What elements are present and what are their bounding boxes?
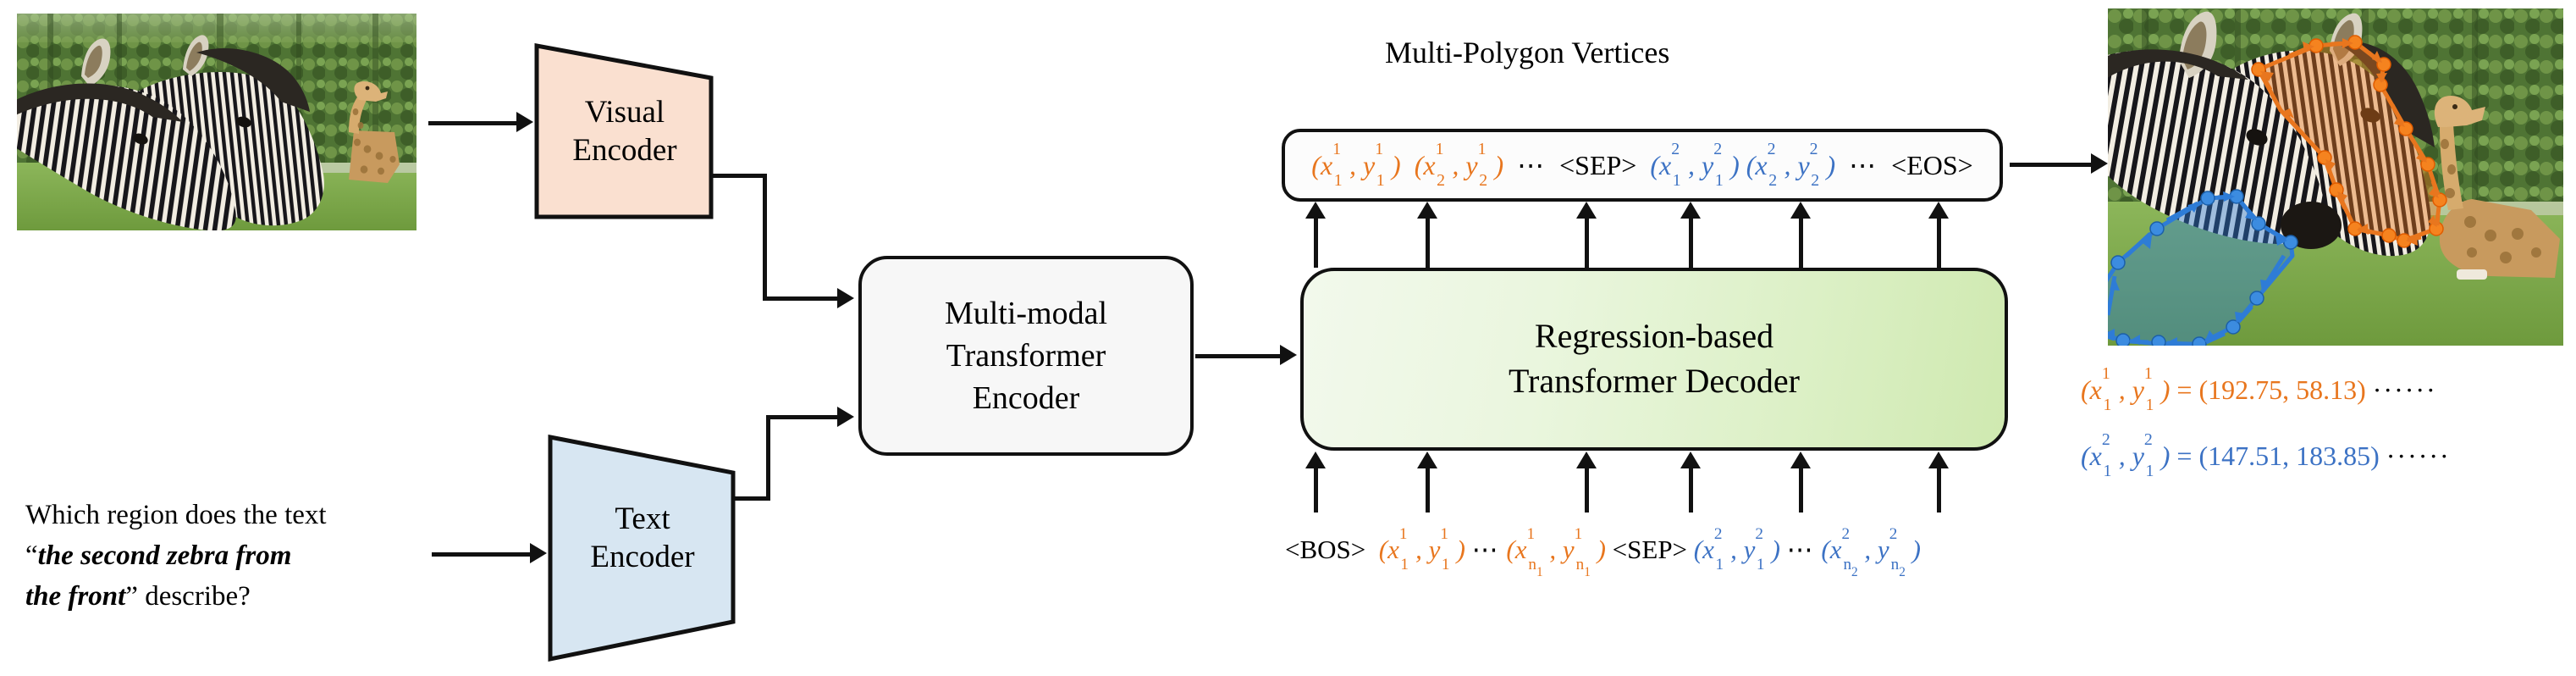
mm-encoder-line2: Transformer — [946, 337, 1106, 374]
token-sep-1: <SEP> — [1559, 149, 1637, 180]
connector-visual-out-v — [763, 174, 767, 301]
text-encoder-shape — [548, 434, 736, 662]
token-coord-2-2: (x22, y22) — [1746, 139, 1836, 191]
decoder-out-arrow-shaft-1 — [1314, 212, 1318, 268]
coord-readout-1-equals: = — [2176, 374, 2193, 405]
input-token-coord-2-n: (x2n2, y2n2) — [1821, 524, 1921, 580]
arrowhead-mm-encoder-to-decoder — [1280, 345, 1297, 365]
input-token-coord-1-n: (x1n1, y1n1) — [1506, 524, 1606, 580]
question-emphasis-line2: the front — [25, 580, 126, 612]
decoder-label: Regression-based Transformer Decoder — [1509, 314, 1800, 404]
arrowhead-sequence-to-output-image — [2091, 153, 2108, 174]
connector-visual-out-h1 — [711, 174, 767, 178]
mm-encoder-label: Multi-modal Transformer Encoder — [945, 292, 1107, 419]
coord-readout-2-equals: = — [2176, 441, 2193, 471]
token-coord-1-1: (x11, y11) — [1311, 139, 1401, 191]
input-image — [17, 14, 416, 230]
decoder-out-arrow-shaft-3 — [1585, 212, 1589, 268]
decoder-in-arrow-shaft-3 — [1585, 462, 1589, 513]
decoder-out-arrowhead-2 — [1417, 202, 1437, 219]
question-suffix: describe? — [137, 580, 251, 612]
decoder-in-arrowhead-5 — [1790, 452, 1811, 468]
input-token-sep: <SEP> — [1612, 535, 1688, 564]
text-encoder-block[interactable]: Text Encoder — [547, 434, 738, 662]
decoder-in-arrowhead-3 — [1576, 452, 1597, 468]
decoder-in-arrow-shaft-4 — [1689, 462, 1693, 513]
connector-text-out-h1 — [733, 496, 770, 501]
input-token-bos: <BOS> — [1285, 535, 1366, 564]
token-ellipsis-2: ⋯ — [1849, 149, 1878, 180]
coord-readout-2-symbol: (x21, y21) — [2081, 430, 2171, 481]
decoder-out-arrow-shaft-2 — [1426, 212, 1430, 268]
token-coord-1-2: (x12, y12) — [1414, 139, 1504, 191]
decoder-in-arrow-shaft-2 — [1426, 462, 1430, 513]
decoder-out-arrow-shaft-4 — [1689, 212, 1693, 268]
connector-sequence-to-output-image — [2010, 163, 2091, 167]
output-image — [2108, 8, 2563, 346]
arrowhead-text-to-text-encoder — [530, 543, 547, 563]
coord-readout-1-symbol: (x11, y11) — [2081, 364, 2171, 415]
arrowhead-text-to-mm-encoder — [837, 407, 854, 427]
decoder-out-arrowhead-6 — [1928, 202, 1949, 219]
decoder-out-arrow-shaft-6 — [1937, 212, 1941, 268]
arrowhead-visual-to-mm-encoder — [837, 288, 854, 308]
decoder-in-arrowhead-1 — [1305, 452, 1326, 468]
coord-readout-2-trailing: ······ — [2386, 441, 2451, 471]
visual-encoder-block[interactable]: Visual Encoder — [533, 42, 716, 220]
decoder-out-arrowhead-4 — [1680, 202, 1701, 219]
decoder-in-arrow-shaft-6 — [1937, 462, 1941, 513]
decoder-line2: Transformer Decoder — [1509, 362, 1800, 400]
input-token-coord-2-1: (x21, y21) — [1693, 524, 1780, 573]
output-token-sequence: (x11, y11) (x12, y12) ⋯ <SEP> (x21, y21)… — [1311, 139, 1973, 191]
decoder-in-arrowhead-2 — [1417, 452, 1437, 468]
mm-encoder-line3: Encoder — [972, 380, 1080, 417]
connector-image-to-visual-encoder — [428, 121, 516, 125]
question-text: Which region does the text “the second z… — [25, 496, 389, 618]
question-quote-close: ” — [125, 580, 138, 612]
decoder-in-arrow-shaft-5 — [1799, 462, 1803, 513]
decoder-in-arrowhead-4 — [1680, 452, 1701, 468]
decoder-in-arrow-shaft-1 — [1314, 462, 1318, 513]
output-token-sequence-box: (x11, y11) (x12, y12) ⋯ <SEP> (x21, y21)… — [1282, 129, 2003, 202]
input-token-ellipsis-2: ⋯ — [1786, 535, 1815, 564]
input-token-ellipsis-1: ⋯ — [1471, 535, 1500, 564]
coord-readout-2-value: (147.51, 183.85) — [2198, 441, 2380, 471]
decoder-out-arrow-shaft-5 — [1799, 212, 1803, 268]
figure-title: Multi-Polygon Vertices — [1385, 36, 1670, 69]
output-image-render — [2108, 8, 2563, 346]
token-coord-2-1: (x21, y21) — [1650, 139, 1740, 191]
arrowhead-image-to-visual-encoder — [516, 112, 533, 132]
decoder-out-arrowhead-3 — [1576, 202, 1597, 219]
input-token-sequence: <BOS> (x11, y11) ⋯ (x1n1, y1n1) <SEP> (x… — [1285, 524, 1921, 580]
mm-encoder-line1: Multi-modal — [944, 295, 1108, 331]
connector-text-to-text-encoder — [432, 552, 530, 557]
input-image-render — [17, 14, 416, 230]
multimodal-transformer-encoder-block[interactable]: Multi-modal Transformer Encoder — [858, 256, 1194, 456]
decoder-line1: Regression-based — [1534, 317, 1774, 356]
decoder-out-arrowhead-5 — [1790, 202, 1811, 219]
connector-mm-encoder-to-decoder — [1195, 354, 1280, 358]
question-quote-open: “ — [25, 540, 38, 571]
connector-text-out-v — [766, 415, 770, 500]
input-token-coord-1-1: (x11, y11) — [1378, 524, 1465, 573]
polygon-1-orange — [2251, 35, 2447, 248]
decoder-out-arrowhead-1 — [1305, 202, 1326, 219]
question-emphasis-line1: the second zebra from — [37, 540, 292, 571]
connector-visual-out-h2 — [763, 296, 837, 301]
token-ellipsis-1: ⋯ — [1517, 149, 1547, 180]
connector-text-out-h2 — [766, 415, 837, 419]
coordinate-readout-2: (x21, y21) = (147.51, 183.85) ······ — [2081, 430, 2451, 481]
question-prefix: Which region does the text — [25, 500, 327, 530]
visual-encoder-shape — [534, 42, 714, 219]
regression-transformer-decoder-block[interactable]: Regression-based Transformer Decoder — [1300, 268, 2008, 451]
coord-readout-1-value: (192.75, 58.13) — [2198, 374, 2366, 405]
decoder-in-arrowhead-6 — [1928, 452, 1949, 468]
coordinate-readout-1: (x11, y11) = (192.75, 58.13) ······ — [2081, 364, 2437, 415]
polygon-2-blue — [2108, 189, 2298, 346]
token-eos: <EOS> — [1891, 149, 1973, 180]
coord-readout-1-trailing: ······ — [2372, 374, 2437, 405]
